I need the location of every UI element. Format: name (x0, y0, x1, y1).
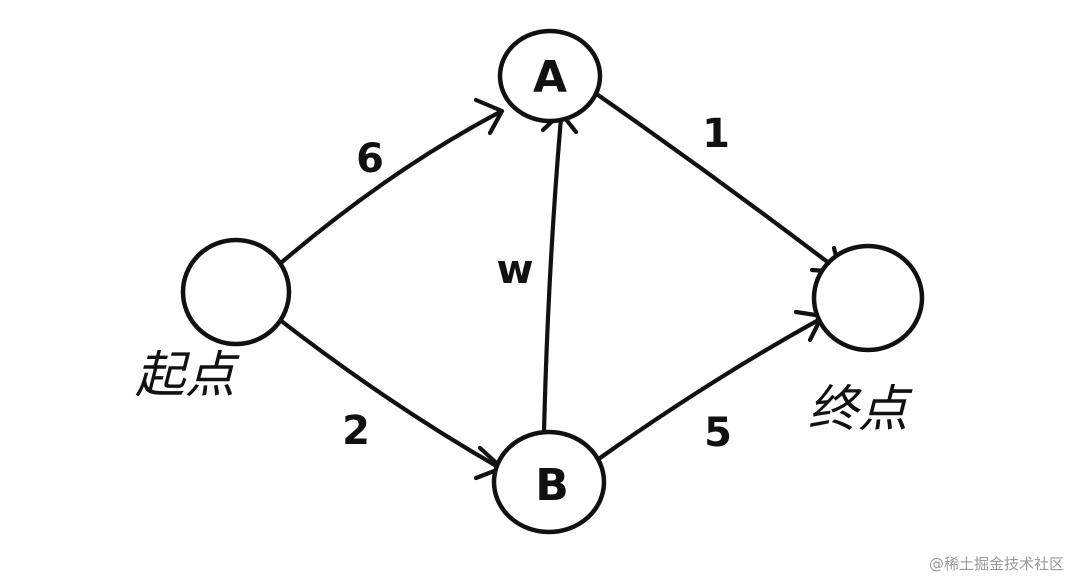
weight-start-to-a: 6 (356, 136, 384, 182)
node-label-b: B (535, 460, 569, 511)
node-a (497, 28, 603, 124)
watermark: @稀土掘金技术社区 (928, 555, 1064, 573)
node-label-a: A (533, 52, 567, 103)
node-labels: A B (533, 52, 569, 511)
weight-b-to-end: 5 (704, 410, 732, 456)
node-b (491, 429, 607, 535)
edge-b-to-a (541, 115, 564, 435)
label-start: 起点 (135, 346, 240, 404)
nodes (180, 28, 925, 535)
edge-a-to-end (595, 92, 841, 273)
edge-weights: 6 2 w 1 5 (342, 111, 732, 456)
node-end (811, 243, 925, 353)
edge-start-to-b (277, 317, 503, 471)
weight-b-to-a: w (497, 247, 534, 293)
edge-start-to-a (279, 109, 503, 265)
arrowhead-start-to-a (473, 97, 505, 136)
weight-a-to-end: 1 (702, 111, 730, 157)
endpoint-labels: 起点 终点 (135, 346, 913, 438)
label-end: 终点 (808, 380, 913, 438)
weight-start-to-b: 2 (342, 408, 370, 454)
node-start (180, 237, 292, 347)
edges (277, 92, 843, 481)
edge-b-to-end (597, 315, 825, 461)
